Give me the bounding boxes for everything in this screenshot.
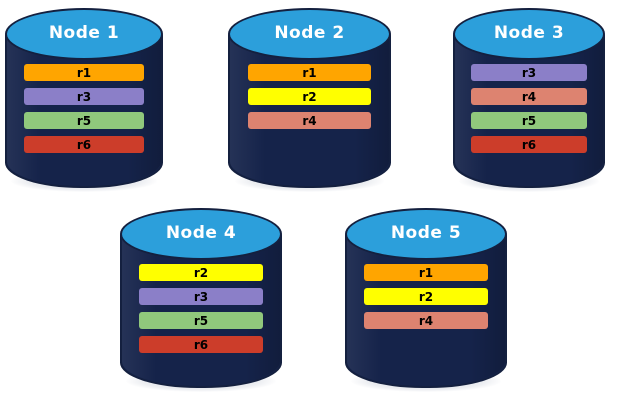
replica-label: r3 bbox=[193, 289, 209, 304]
replica-label: r4 bbox=[418, 313, 434, 328]
replica-bar-r4[interactable]: r4 bbox=[364, 312, 488, 329]
replica-bar-r5[interactable]: r5 bbox=[139, 312, 263, 329]
replica-label: r5 bbox=[193, 313, 209, 328]
cylinder-top-disc: Node 3 bbox=[453, 8, 605, 60]
replica-label: r3 bbox=[76, 89, 92, 104]
replica-label: r5 bbox=[76, 113, 92, 128]
node-title: Node 1 bbox=[48, 22, 120, 43]
replica-bar-r6[interactable]: r6 bbox=[23, 136, 145, 153]
replica-label: r6 bbox=[193, 337, 209, 352]
replica-bar-r3[interactable]: r3 bbox=[471, 64, 587, 81]
replica-label: r2 bbox=[302, 89, 317, 104]
database-node-4[interactable]: Node 4 r2 r3 r5 r6 bbox=[120, 208, 282, 392]
replica-bar-r2[interactable]: r2 bbox=[139, 264, 263, 281]
replica-bar-r6[interactable]: r6 bbox=[471, 136, 587, 153]
replica-label: r3 bbox=[521, 65, 537, 80]
replica-bar-r4[interactable]: r4 bbox=[471, 88, 587, 105]
replica-label: r2 bbox=[193, 265, 209, 280]
replica-bar-r5[interactable]: r5 bbox=[471, 112, 587, 129]
cylinder-body bbox=[5, 30, 163, 188]
node-title: Node 3 bbox=[493, 22, 565, 43]
node-title: Node 4 bbox=[165, 222, 237, 243]
replica-label: r6 bbox=[521, 137, 537, 152]
replica-label: r4 bbox=[521, 89, 537, 104]
replica-bar-r2[interactable]: r2 bbox=[247, 88, 372, 105]
replica-list: r3 r4 r5 r6 bbox=[453, 64, 605, 153]
cylinder-top-disc: Node 2 bbox=[228, 8, 391, 60]
replica-list: r1 r2 r4 bbox=[345, 264, 507, 329]
replica-bar-r3[interactable]: r3 bbox=[23, 88, 145, 105]
database-node-2[interactable]: Node 2 r1 r2 r4 bbox=[228, 8, 391, 192]
node-title: Node 5 bbox=[390, 222, 462, 243]
replica-list: r2 r3 r5 r6 bbox=[120, 264, 282, 353]
replica-label: r6 bbox=[76, 137, 92, 152]
replica-bar-r2[interactable]: r2 bbox=[364, 288, 488, 305]
database-node-3[interactable]: Node 3 r3 r4 r5 r6 bbox=[453, 8, 605, 192]
node-title: Node 2 bbox=[274, 22, 345, 43]
replica-label: r1 bbox=[302, 65, 317, 80]
database-node-5[interactable]: Node 5 r1 r2 r4 bbox=[345, 208, 507, 392]
replica-bar-r6[interactable]: r6 bbox=[139, 336, 263, 353]
replica-label: r4 bbox=[302, 113, 317, 128]
replica-list: r1 r2 r4 bbox=[228, 64, 391, 129]
replica-bar-r3[interactable]: r3 bbox=[139, 288, 263, 305]
cylinder-body bbox=[120, 230, 282, 388]
replica-label: r1 bbox=[418, 265, 434, 280]
cylinder-top-disc: Node 5 bbox=[345, 208, 507, 260]
cylinder-top-disc: Node 1 bbox=[5, 8, 163, 60]
replica-bar-r5[interactable]: r5 bbox=[23, 112, 145, 129]
replica-bar-r1[interactable]: r1 bbox=[247, 64, 372, 81]
replica-list: r1 r3 r5 r6 bbox=[5, 64, 163, 153]
replica-label: r1 bbox=[76, 65, 92, 80]
replica-label: r2 bbox=[418, 289, 434, 304]
replica-label: r5 bbox=[521, 113, 537, 128]
database-node-1[interactable]: Node 1 r1 r3 r5 r6 bbox=[5, 8, 163, 192]
replica-bar-r1[interactable]: r1 bbox=[364, 264, 488, 281]
cylinder-top-disc: Node 4 bbox=[120, 208, 282, 260]
replica-bar-r1[interactable]: r1 bbox=[23, 64, 145, 81]
replica-bar-r4[interactable]: r4 bbox=[247, 112, 372, 129]
